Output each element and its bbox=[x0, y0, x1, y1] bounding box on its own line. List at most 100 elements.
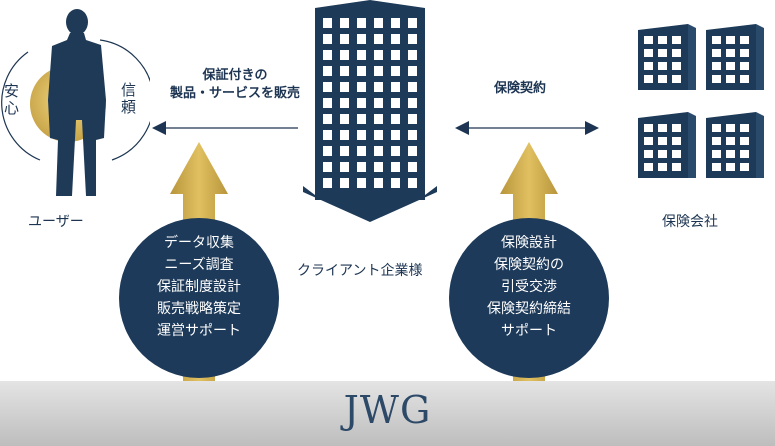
window bbox=[712, 36, 721, 44]
window bbox=[672, 49, 681, 57]
user-trust-emblem bbox=[1, 9, 150, 196]
window bbox=[374, 114, 383, 124]
window bbox=[374, 130, 383, 140]
window bbox=[374, 66, 383, 76]
window bbox=[644, 163, 653, 171]
window bbox=[658, 137, 667, 145]
window bbox=[408, 162, 417, 172]
window bbox=[740, 137, 749, 145]
left-circle-item: 保証制度設計 bbox=[157, 279, 241, 295]
insurer-building bbox=[638, 24, 696, 90]
window bbox=[374, 34, 383, 44]
window bbox=[726, 137, 735, 145]
window bbox=[672, 75, 681, 83]
window bbox=[408, 114, 417, 124]
client-building-icon bbox=[303, 0, 437, 222]
window bbox=[357, 146, 366, 156]
window bbox=[644, 75, 653, 83]
window bbox=[712, 137, 721, 145]
window bbox=[391, 82, 400, 92]
window bbox=[726, 124, 735, 132]
left-circle-item: ニーズ調査 bbox=[164, 257, 234, 273]
left-circle-item: 運営サポート bbox=[157, 323, 241, 339]
ring-arc-left bbox=[1, 51, 41, 161]
window bbox=[374, 18, 383, 28]
window bbox=[391, 130, 400, 140]
footer-band bbox=[0, 381, 775, 446]
window bbox=[740, 124, 749, 132]
window bbox=[357, 114, 366, 124]
window bbox=[672, 62, 681, 70]
left-circle-item: データ収集 bbox=[164, 235, 234, 251]
window bbox=[391, 146, 400, 156]
insurer-building bbox=[638, 112, 696, 178]
insurer-buildings-icon bbox=[638, 24, 764, 178]
window bbox=[340, 50, 349, 60]
window bbox=[391, 178, 400, 188]
window bbox=[323, 98, 332, 108]
user-label: ユーザー bbox=[28, 214, 84, 230]
window bbox=[740, 49, 749, 57]
window bbox=[374, 82, 383, 92]
sales-arrow-label: 保証付きの 製品・サービスを販売 bbox=[160, 67, 310, 103]
window bbox=[323, 114, 332, 124]
window bbox=[340, 82, 349, 92]
window bbox=[712, 49, 721, 57]
window bbox=[357, 50, 366, 60]
window bbox=[408, 130, 417, 140]
ring-arc-right bbox=[99, 39, 150, 161]
window bbox=[374, 178, 383, 188]
window bbox=[712, 62, 721, 70]
window bbox=[391, 18, 400, 28]
window bbox=[408, 98, 417, 108]
window bbox=[323, 18, 332, 28]
window bbox=[726, 163, 735, 171]
right-circle-item: 保険設計 bbox=[501, 235, 557, 251]
window bbox=[374, 146, 383, 156]
right-circle-item: サポート bbox=[501, 323, 557, 339]
window bbox=[323, 178, 332, 188]
arrow-to-user bbox=[152, 121, 298, 135]
window bbox=[740, 75, 749, 83]
window bbox=[644, 49, 653, 57]
window bbox=[408, 178, 417, 188]
window bbox=[374, 162, 383, 172]
window bbox=[323, 50, 332, 60]
window bbox=[357, 130, 366, 140]
window bbox=[357, 162, 366, 172]
insurer-building bbox=[706, 112, 764, 178]
window bbox=[340, 146, 349, 156]
client-label: クライアント企業様 bbox=[297, 263, 423, 279]
anshin-label: 安心 bbox=[2, 83, 20, 117]
shinrai-label: 信頼 bbox=[119, 82, 137, 116]
window bbox=[323, 162, 332, 172]
window bbox=[323, 82, 332, 92]
contract-double-arrow bbox=[455, 121, 599, 135]
window bbox=[391, 66, 400, 76]
window bbox=[658, 49, 667, 57]
window bbox=[672, 150, 681, 158]
window bbox=[391, 34, 400, 44]
window bbox=[658, 124, 667, 132]
window bbox=[712, 75, 721, 83]
window bbox=[374, 98, 383, 108]
left-circle-item: 販売戦略策定 bbox=[157, 301, 241, 317]
window bbox=[340, 162, 349, 172]
window bbox=[658, 163, 667, 171]
window bbox=[672, 124, 681, 132]
window bbox=[323, 34, 332, 44]
window bbox=[340, 130, 349, 140]
window bbox=[408, 66, 417, 76]
window bbox=[391, 114, 400, 124]
window bbox=[740, 163, 749, 171]
sales-arrow-line1: 保証付きの bbox=[202, 68, 268, 83]
window bbox=[391, 162, 400, 172]
window bbox=[726, 62, 735, 70]
window bbox=[391, 98, 400, 108]
window bbox=[644, 62, 653, 70]
window bbox=[658, 62, 667, 70]
window bbox=[408, 82, 417, 92]
window bbox=[340, 18, 349, 28]
right-circle-item: 引受交渉 bbox=[501, 279, 557, 295]
window bbox=[357, 66, 366, 76]
